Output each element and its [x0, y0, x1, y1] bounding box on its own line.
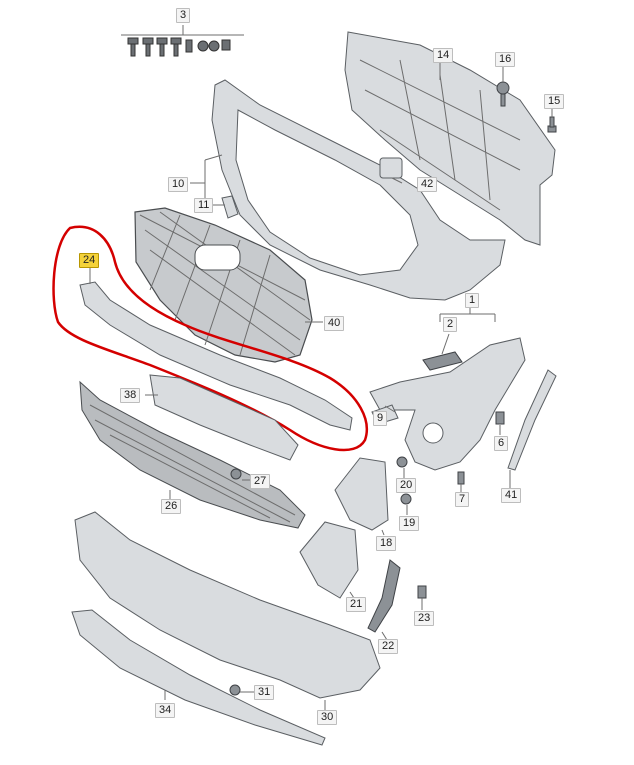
- clip-11-part: [221, 195, 239, 219]
- callout-16: 16: [495, 52, 516, 67]
- callout-23: 23: [414, 611, 435, 626]
- callout-20: 20: [396, 478, 417, 493]
- strip-41-part: [507, 369, 557, 471]
- callout-3: 3: [176, 8, 191, 23]
- screw-20-part: [396, 456, 408, 468]
- callout-21: 21: [346, 597, 367, 612]
- callout-26: 26: [161, 499, 182, 514]
- callout-22: 22: [378, 639, 399, 654]
- bracket-21-part: [299, 521, 359, 599]
- callout-30: 30: [317, 710, 338, 725]
- callout-40: 40: [324, 316, 345, 331]
- clip-7-part: [457, 471, 465, 485]
- callout-42: 42: [417, 177, 438, 192]
- callout-24: 24: [79, 253, 100, 268]
- callout-2: 2: [443, 317, 458, 332]
- lower-grille-26-part: [79, 380, 306, 529]
- callout-11: 11: [194, 198, 214, 213]
- callout-41: 41: [501, 488, 522, 503]
- callout-18: 18: [376, 536, 397, 551]
- screw-set-part: [121, 25, 244, 57]
- bracket-18-part: [334, 457, 389, 531]
- callout-6: 6: [494, 436, 509, 451]
- callout-34: 34: [155, 703, 176, 718]
- cover-42-part: [379, 157, 403, 179]
- bumper-side-part: [369, 337, 526, 471]
- trim-strip-24-part: [79, 281, 353, 431]
- callout-31: 31: [254, 685, 275, 700]
- clip-16-part: [496, 81, 510, 107]
- callout-14: 14: [433, 48, 454, 63]
- callout-9: 9: [373, 411, 388, 426]
- air-duct-38-part: [149, 374, 299, 461]
- callout-38: 38: [120, 388, 141, 403]
- lower-bumper-30-part: [74, 511, 381, 699]
- lock-carrier-part: [344, 31, 556, 246]
- callout-19: 19: [399, 516, 420, 531]
- screw-31-part: [229, 684, 241, 696]
- part-2: [422, 351, 463, 371]
- callout-15: 15: [544, 94, 565, 109]
- trim-22-part: [367, 559, 401, 633]
- screw-19-part: [400, 493, 412, 505]
- screw-27-part: [230, 468, 242, 480]
- spoiler-34-part: [71, 609, 326, 746]
- callout-10: 10: [168, 177, 189, 192]
- grille-frame-part: [211, 79, 506, 301]
- grille-part: [134, 207, 313, 363]
- clip-6-part: [495, 411, 505, 425]
- screw-15-part: [547, 116, 557, 133]
- callout-1: 1: [465, 293, 480, 308]
- callout-27: 27: [250, 474, 271, 489]
- highlight-outline: [52, 225, 368, 452]
- clip-23-part: [417, 585, 427, 599]
- callout-7: 7: [455, 492, 470, 507]
